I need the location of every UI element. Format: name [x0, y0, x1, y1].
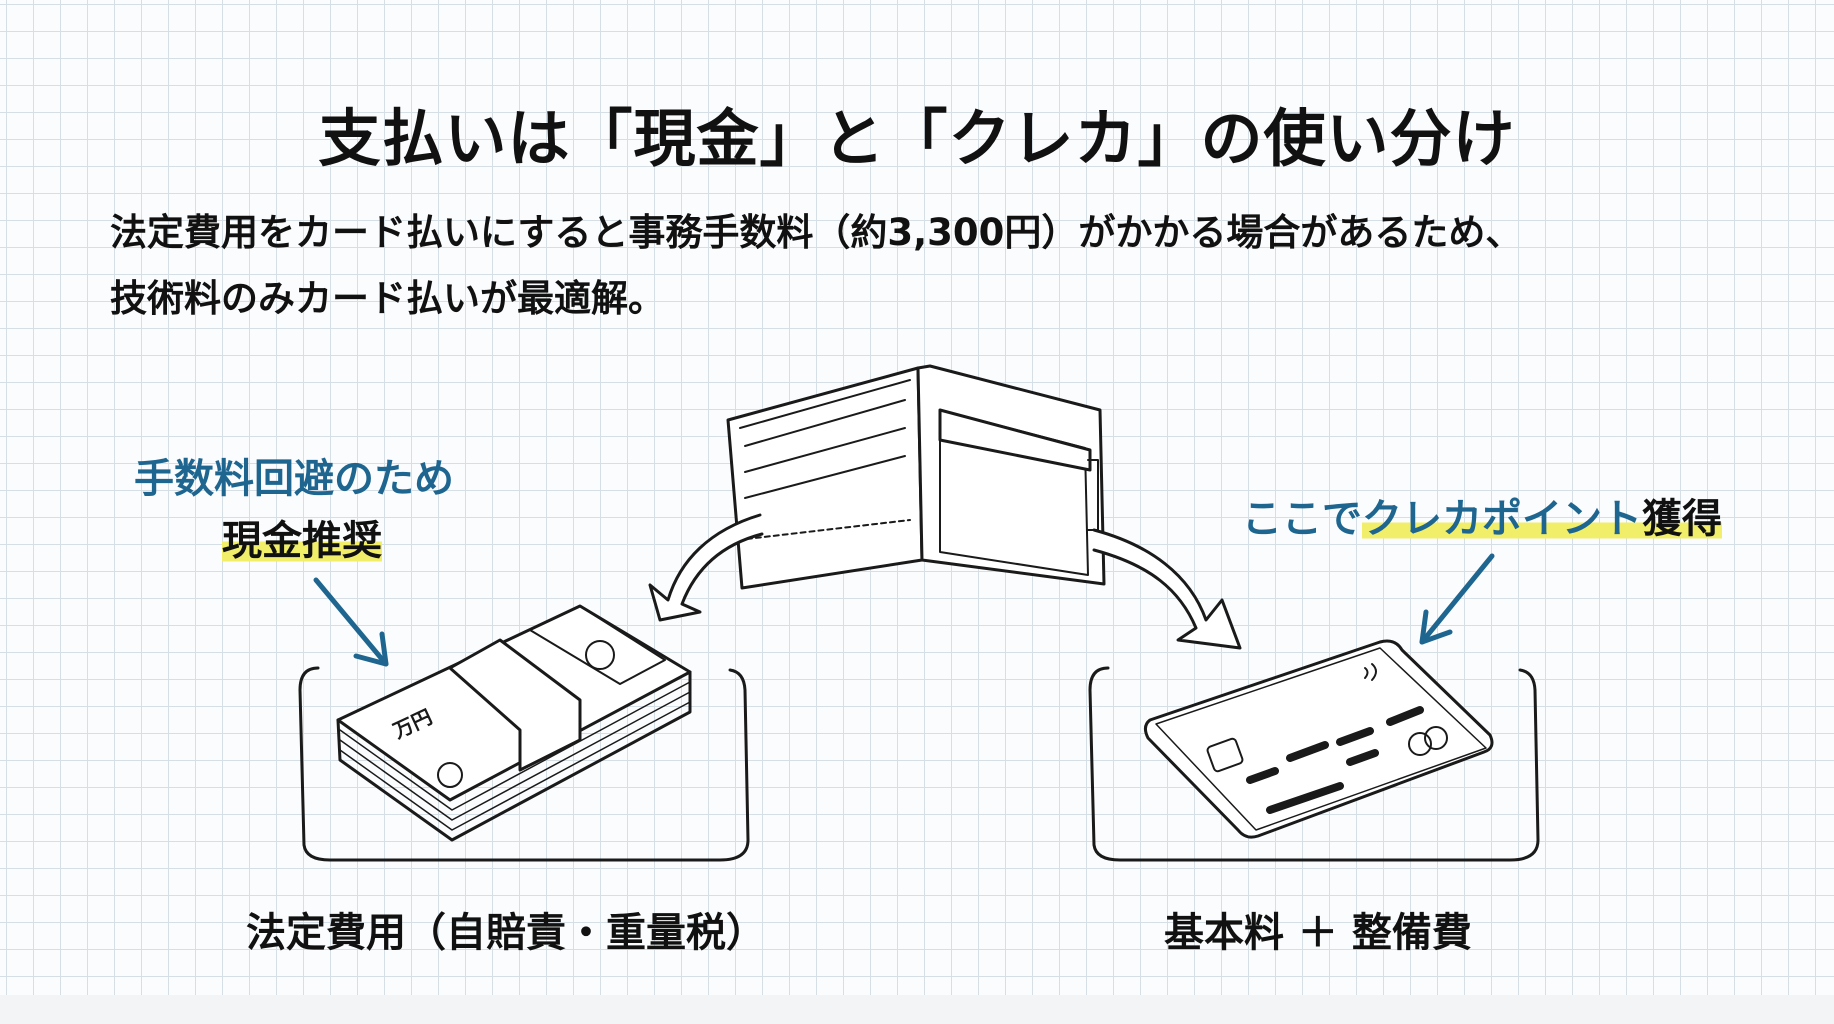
card-note-highlight: クレカポイント: [1362, 496, 1642, 542]
statutory-fees-label: 法定費用（自賠責・重量税）: [246, 910, 766, 956]
cash-note-line-1: 手数料回避のため: [134, 456, 454, 502]
cash-recommend-note: 現金推奨: [222, 508, 382, 566]
blue-arrow-left-icon: [313, 577, 389, 667]
credit-card-icon: [1143, 639, 1494, 839]
arrow-to-card-icon: [1092, 528, 1242, 650]
footer-strip: [0, 995, 1834, 1024]
card-note-suffix: 獲得: [1642, 496, 1722, 542]
subtitle-line-2: 技術料のみカード払いが最適解。: [110, 277, 665, 320]
arrow-to-cash-icon: [648, 513, 764, 622]
card-note-prefix: ここで: [1242, 496, 1362, 542]
wallet-icon: [726, 364, 1106, 590]
card-points-note: ここでクレカポイント獲得: [1242, 486, 1722, 544]
page-title: 支払いは「現金」と「クレカ」の使い分け: [318, 102, 1516, 175]
left-bracket: [298, 666, 750, 862]
service-fees-label: 基本料 ＋ 整備費: [1164, 910, 1472, 956]
right-bracket: [1088, 666, 1540, 862]
subtitle-line-1: 法定費用をカード払いにすると事務手数料（約3,300円）がかかる場合があるため、: [110, 211, 1523, 254]
cash-stack-icon: 万円: [336, 604, 692, 842]
blue-arrow-right-icon: [1419, 553, 1495, 645]
